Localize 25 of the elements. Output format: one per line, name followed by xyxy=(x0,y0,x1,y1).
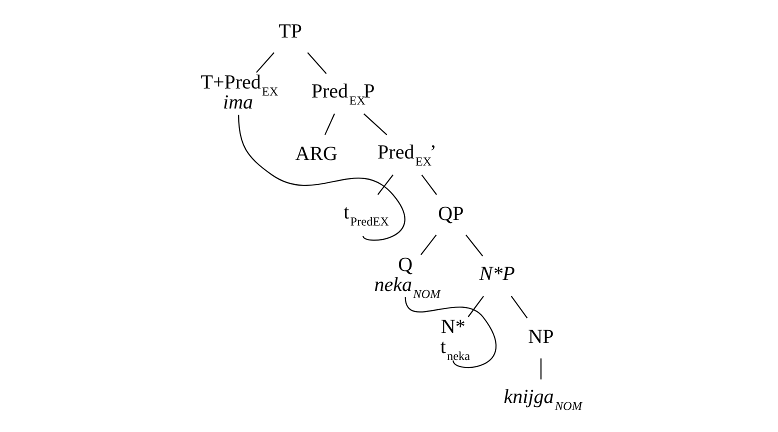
connector xyxy=(362,113,387,136)
node-text: QP xyxy=(438,202,464,225)
connector xyxy=(510,296,528,318)
connector xyxy=(324,114,334,136)
node-text: Pred$_{EX}$’ xyxy=(377,142,436,169)
connector xyxy=(306,52,326,74)
node-text: t$_{PredEX}$ xyxy=(343,202,388,229)
node-text: Pred$_{EX}$P xyxy=(310,80,374,108)
node-text: NP xyxy=(528,326,554,348)
connector xyxy=(467,296,484,318)
node-text: Q neka$_{NOM}$ xyxy=(374,254,440,301)
connector xyxy=(420,234,436,256)
node-text: ARG xyxy=(294,142,338,165)
node-text: N* t$_{neka}$ xyxy=(440,316,470,364)
connector xyxy=(238,114,405,241)
connector xyxy=(420,174,436,195)
node-text: knijga$_{NOM}$ xyxy=(503,386,582,414)
node-text: N*P xyxy=(478,262,514,285)
node-text: T+Pred$_{EX}$ ima xyxy=(200,72,278,114)
connector xyxy=(465,234,483,256)
connector xyxy=(256,52,274,73)
connector xyxy=(376,174,393,195)
connector xyxy=(404,297,496,368)
node-text: TP xyxy=(278,20,302,42)
connector xyxy=(540,358,542,380)
